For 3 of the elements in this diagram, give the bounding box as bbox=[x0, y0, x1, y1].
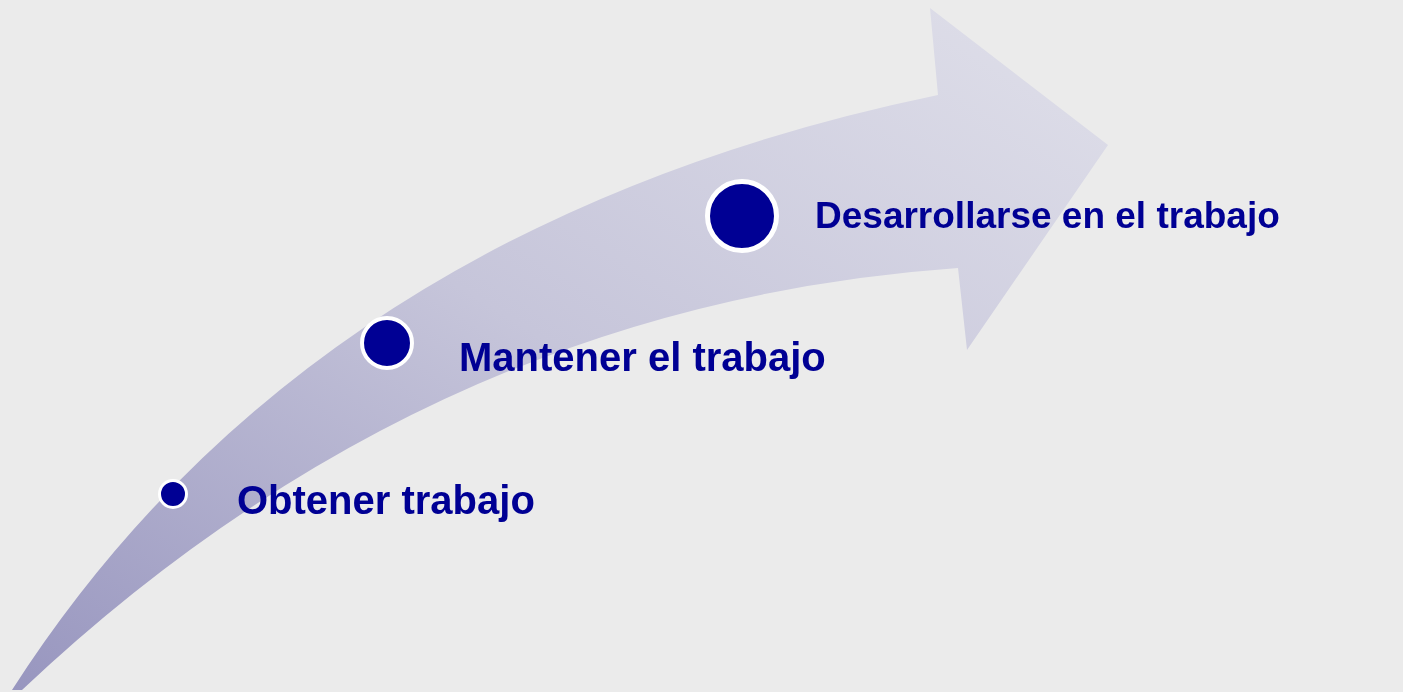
step-label: Obtener trabajo bbox=[237, 480, 535, 520]
step-label: Desarrollarse en el trabajo bbox=[815, 197, 1280, 234]
step-label: Mantener el trabajo bbox=[459, 337, 826, 377]
